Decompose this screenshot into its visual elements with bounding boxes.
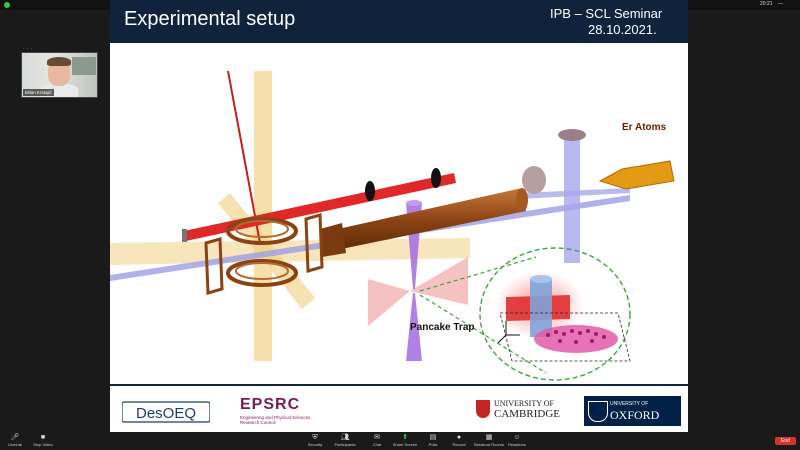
record-label: Record xyxy=(452,442,466,447)
pancake-trap-label: Pancake Trap xyxy=(410,322,475,333)
security-button[interactable]: ⛨Security xyxy=(300,434,330,447)
reactions-button[interactable]: ☺Reactions xyxy=(502,434,532,447)
epsrc-logo: EPSRC Engineering and Physical Sciences … xyxy=(240,396,340,426)
unmute-label: Unmute xyxy=(7,442,22,447)
window-controls[interactable]: — xyxy=(778,1,783,7)
axis-arrows xyxy=(497,321,520,344)
upper-mirror xyxy=(558,129,586,141)
atoms-dots xyxy=(546,329,606,344)
desoeq-logo-text: DesOEQ xyxy=(136,405,196,422)
shield-icon: ⛨ xyxy=(312,434,318,441)
cambridge-logo: UNIVERSITY OF CAMBRIDGE xyxy=(476,399,576,421)
oxford-line1: UNIVERSITY OF xyxy=(610,401,649,407)
smiley-icon: ☺ xyxy=(513,434,521,441)
share-button[interactable]: ⬆Share Screen xyxy=(390,434,420,447)
seminar-name: IPB – SCL Seminar xyxy=(550,6,663,21)
clock: 20:21 xyxy=(760,1,773,7)
reactions-label: Reactions xyxy=(508,442,526,447)
blue-vertical-beam xyxy=(564,138,580,263)
zeeman-slower-tube xyxy=(320,188,526,253)
red-laser-ring-2 xyxy=(431,168,441,188)
epsrc-subtitle-2: Research Council xyxy=(240,420,276,425)
participants-button[interactable]: 👥︎Participants xyxy=(330,434,360,447)
cambridge-line2: CAMBRIDGE xyxy=(494,408,561,420)
red-laser-diagonal xyxy=(227,70,261,244)
atom-beam-mirror xyxy=(522,166,546,194)
red-laser-tube xyxy=(184,173,456,241)
polls-button[interactable]: ▤Polls xyxy=(418,434,448,447)
left-coil-frame xyxy=(204,237,224,295)
participants-label: Participants xyxy=(334,442,356,447)
chat-label: Chat xyxy=(372,442,382,447)
blue-cylinder xyxy=(530,279,552,337)
breakout-label: Breakout Rooms xyxy=(474,442,504,447)
red-laser-ring-1 xyxy=(365,181,375,201)
shared-slide: Experimental setup IPB – SCL Seminar 28.… xyxy=(110,0,688,432)
zeeman-slower-section xyxy=(320,223,346,257)
people-icon: 👥︎ xyxy=(340,434,350,441)
participant-hair xyxy=(47,57,71,66)
slide-title: Experimental setup xyxy=(124,8,296,30)
footer-divider xyxy=(110,384,688,386)
cambridge-line1: UNIVERSITY OF xyxy=(494,399,554,408)
zoom-line-bottom xyxy=(419,294,547,374)
breakout-rooms-icon: ▦ xyxy=(485,434,493,441)
record-icon: ● xyxy=(456,434,462,441)
epsrc-subtitle-1: Engineering and Physical Sciences xyxy=(240,415,311,420)
video-button[interactable]: ■Stop Video xyxy=(28,434,58,447)
encryption-shield-icon[interactable] xyxy=(4,2,10,8)
zoom-line-top xyxy=(419,256,537,292)
laser-endcap xyxy=(182,229,187,242)
thumbnail-more-icon[interactable]: ··· xyxy=(23,46,34,52)
video-label: Stop Video xyxy=(33,442,53,447)
security-label: Security xyxy=(307,442,323,447)
participant-name: Milan Krstajić xyxy=(23,89,54,96)
desoeq-logo: DesOEQ xyxy=(122,401,210,423)
purple-beam-lower xyxy=(406,293,422,361)
lower-coil-inner xyxy=(235,262,289,280)
upper-coil-inner xyxy=(235,220,289,238)
oxford-logo: UNIVERSITY OF OXFORD xyxy=(584,396,681,426)
seminar-date: 28.10.2021. xyxy=(588,22,657,37)
experimental-setup-illustration xyxy=(110,70,675,381)
er-atoms-label: Er Atoms xyxy=(622,122,667,133)
slide-header: Experimental setup IPB – SCL Seminar 28.… xyxy=(110,0,688,43)
video-camera-icon: ■ xyxy=(40,434,46,441)
breakout-button[interactable]: ▦Breakout Rooms xyxy=(474,434,504,447)
unmute-button[interactable]: 🎤︎Unmute xyxy=(0,434,30,447)
purple-beam-top xyxy=(406,200,422,206)
oxford-crest-icon xyxy=(588,401,608,422)
cambridge-shield-icon xyxy=(476,400,490,418)
oxford-line2: OXFORD xyxy=(610,408,660,422)
blue-cylinder-top xyxy=(530,275,552,283)
atom-pancake xyxy=(534,325,618,353)
pink-cone-right xyxy=(410,257,468,305)
participant-video-thumbnail[interactable]: Milan Krstajić xyxy=(21,52,98,98)
upper-coil xyxy=(226,217,298,245)
pink-cone-left xyxy=(368,279,410,326)
lattice-frame xyxy=(499,312,631,362)
zeeman-slower-end xyxy=(516,188,528,212)
er-atoms-arrow xyxy=(598,160,675,190)
record-button[interactable]: ●Record xyxy=(444,434,474,447)
share-screen-icon: ⬆ xyxy=(402,434,408,441)
share-label: Share Screen xyxy=(392,442,418,447)
right-coil-frame xyxy=(304,213,324,273)
microphone-icon: 🎤︎ xyxy=(10,434,20,441)
polls-icon: ▤ xyxy=(429,434,437,441)
meeting-toolbar: 🎤︎Unmute■Stop Video⛨Security👥︎Participan… xyxy=(0,432,800,450)
zoom-circle xyxy=(479,247,631,381)
epsrc-wordmark: EPSRC xyxy=(240,396,301,413)
lower-coil xyxy=(226,259,298,287)
polls-label: Polls xyxy=(428,442,438,447)
video-background-shelf xyxy=(72,57,96,75)
chat-button[interactable]: ✉Chat xyxy=(362,434,392,447)
end-meeting-button[interactable]: End xyxy=(775,437,796,445)
chat-bubble-icon: ✉ xyxy=(374,434,380,441)
